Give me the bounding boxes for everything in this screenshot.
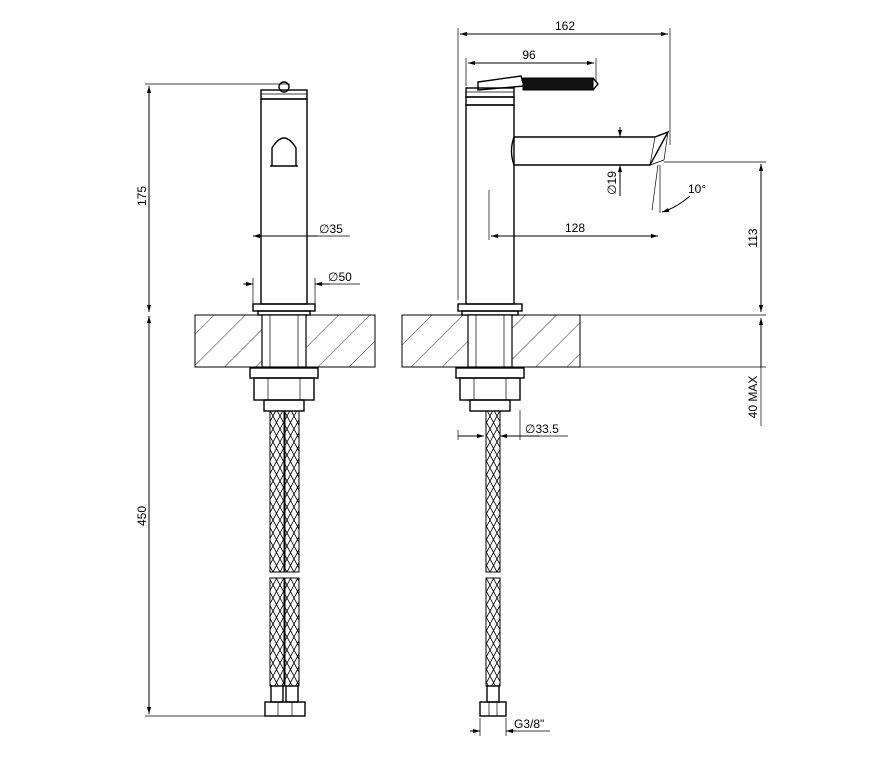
dim-spout-reach: 128	[565, 221, 585, 235]
dim-body-diameter: ∅35	[319, 222, 343, 236]
dim-spout-angle: 10°	[688, 182, 706, 196]
front-view: 175 450 ∅35 ∅50	[135, 81, 376, 717]
dim-deck-thickness: 40 MAX	[746, 376, 760, 419]
dim-spout-height: 113	[746, 228, 760, 247]
dim-shank-diameter: ∅33.5	[525, 422, 559, 436]
dim-spout-diameter: ∅19	[605, 171, 619, 195]
side-view: 162 96 ∅19 10° 128	[401, 19, 766, 736]
dim-hose-length: 450	[135, 506, 149, 526]
dim-height-above-deck: 175	[135, 186, 149, 206]
dim-connection-thread: G3/8"	[514, 717, 544, 731]
dim-overall-depth: 162	[555, 19, 575, 33]
dim-base-diameter: ∅50	[328, 270, 352, 284]
dim-handle-length: 96	[522, 48, 536, 62]
